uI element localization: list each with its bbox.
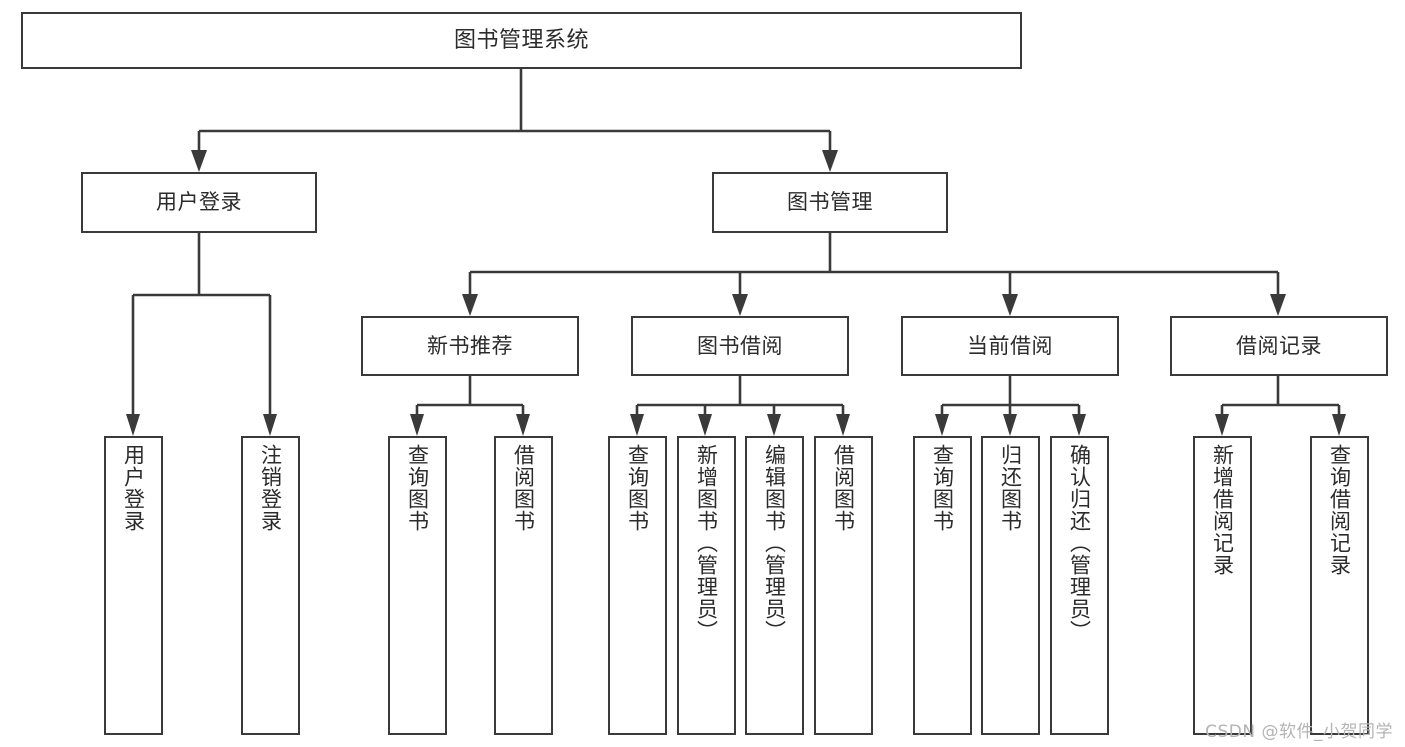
arrowhead-user-login bbox=[191, 150, 207, 172]
arrowhead-book-management bbox=[822, 150, 838, 172]
node-leaf-logout-login-label: 注销登录 bbox=[258, 444, 283, 532]
node-leaf-edit-book[interactable]: 编辑图书（管理员） bbox=[745, 436, 804, 735]
node-current-borrow-label: 当前借阅 bbox=[967, 333, 1053, 358]
node-leaf-query-book-3-label: 查询图书 bbox=[930, 444, 955, 532]
node-leaf-user-login[interactable]: 用户登录 bbox=[104, 436, 163, 735]
node-root[interactable]: 图书管理系统 bbox=[21, 12, 1022, 69]
node-leaf-edit-book-label: 编辑图书（管理员） bbox=[762, 444, 787, 642]
arrowhead-leaf-user-login bbox=[126, 414, 140, 436]
node-book-borrow-label: 图书借阅 bbox=[697, 333, 783, 358]
arrowhead-borrow-record bbox=[1270, 294, 1286, 316]
node-leaf-return-book[interactable]: 归还图书 bbox=[981, 436, 1040, 735]
node-leaf-borrow-book-2[interactable]: 借阅图书 bbox=[814, 436, 873, 735]
node-leaf-query-book-2[interactable]: 查询图书 bbox=[608, 436, 667, 735]
node-book-borrow[interactable]: 图书借阅 bbox=[631, 316, 849, 376]
node-leaf-add-record-label: 新增借阅记录 bbox=[1210, 444, 1235, 576]
node-new-book-recommend-label: 新书推荐 bbox=[427, 333, 513, 358]
arrowhead-bb-leaf2 bbox=[698, 414, 712, 436]
node-current-borrow[interactable]: 当前借阅 bbox=[901, 316, 1119, 376]
node-leaf-confirm-return[interactable]: 确认归还（管理员） bbox=[1050, 436, 1109, 735]
node-leaf-return-book-label: 归还图书 bbox=[998, 444, 1023, 532]
arrowhead-cb-leaf3 bbox=[1072, 414, 1086, 436]
node-leaf-user-login-label: 用户登录 bbox=[121, 444, 146, 532]
node-leaf-add-book-label: 新增图书（管理员） bbox=[694, 444, 719, 642]
arrowhead-new-book bbox=[462, 294, 478, 316]
node-leaf-confirm-return-label: 确认归还（管理员） bbox=[1067, 444, 1092, 642]
node-book-management-label: 图书管理 bbox=[787, 190, 873, 215]
node-leaf-add-book[interactable]: 新增图书（管理员） bbox=[677, 436, 736, 735]
arrowhead-book-borrow bbox=[732, 294, 748, 316]
node-user-login-label: 用户登录 bbox=[156, 190, 242, 215]
node-user-login[interactable]: 用户登录 bbox=[81, 172, 317, 233]
arrowhead-bb-leaf3 bbox=[767, 414, 781, 436]
node-leaf-logout-login[interactable]: 注销登录 bbox=[241, 436, 300, 735]
node-leaf-query-book-1-label: 查询图书 bbox=[405, 444, 430, 532]
arrowhead-cb-leaf2 bbox=[1003, 414, 1017, 436]
node-borrow-record[interactable]: 借阅记录 bbox=[1170, 316, 1388, 376]
node-new-book-recommend[interactable]: 新书推荐 bbox=[361, 316, 579, 376]
node-root-label: 图书管理系统 bbox=[453, 27, 589, 53]
arrowhead-leaf-logout bbox=[263, 414, 277, 436]
arrowhead-br-leaf1 bbox=[1215, 414, 1229, 436]
node-leaf-query-book-2-label: 查询图书 bbox=[625, 444, 650, 532]
node-leaf-add-record[interactable]: 新增借阅记录 bbox=[1193, 436, 1252, 735]
node-leaf-borrow-book-2-label: 借阅图书 bbox=[831, 444, 856, 532]
node-borrow-record-label: 借阅记录 bbox=[1236, 333, 1322, 358]
node-leaf-query-book-3[interactable]: 查询图书 bbox=[913, 436, 972, 735]
arrowhead-cb-leaf1 bbox=[935, 414, 949, 436]
node-leaf-query-record-label: 查询借阅记录 bbox=[1327, 444, 1352, 576]
node-leaf-borrow-book-1[interactable]: 借阅图书 bbox=[494, 436, 553, 735]
arrowhead-nb-leaf1 bbox=[410, 414, 424, 436]
node-leaf-borrow-book-1-label: 借阅图书 bbox=[511, 444, 536, 532]
arrowhead-current-borrow bbox=[1002, 294, 1018, 316]
node-book-management[interactable]: 图书管理 bbox=[712, 172, 948, 233]
arrowhead-br-leaf2 bbox=[1332, 414, 1346, 436]
arrowhead-bb-leaf4 bbox=[836, 414, 850, 436]
node-leaf-query-record[interactable]: 查询借阅记录 bbox=[1310, 436, 1369, 735]
arrowhead-bb-leaf1 bbox=[630, 414, 644, 436]
node-leaf-query-book-1[interactable]: 查询图书 bbox=[388, 436, 447, 735]
arrowhead-nb-leaf2 bbox=[516, 414, 530, 436]
csdn-watermark: CSDN @软件_小贺同学 bbox=[1205, 722, 1393, 742]
